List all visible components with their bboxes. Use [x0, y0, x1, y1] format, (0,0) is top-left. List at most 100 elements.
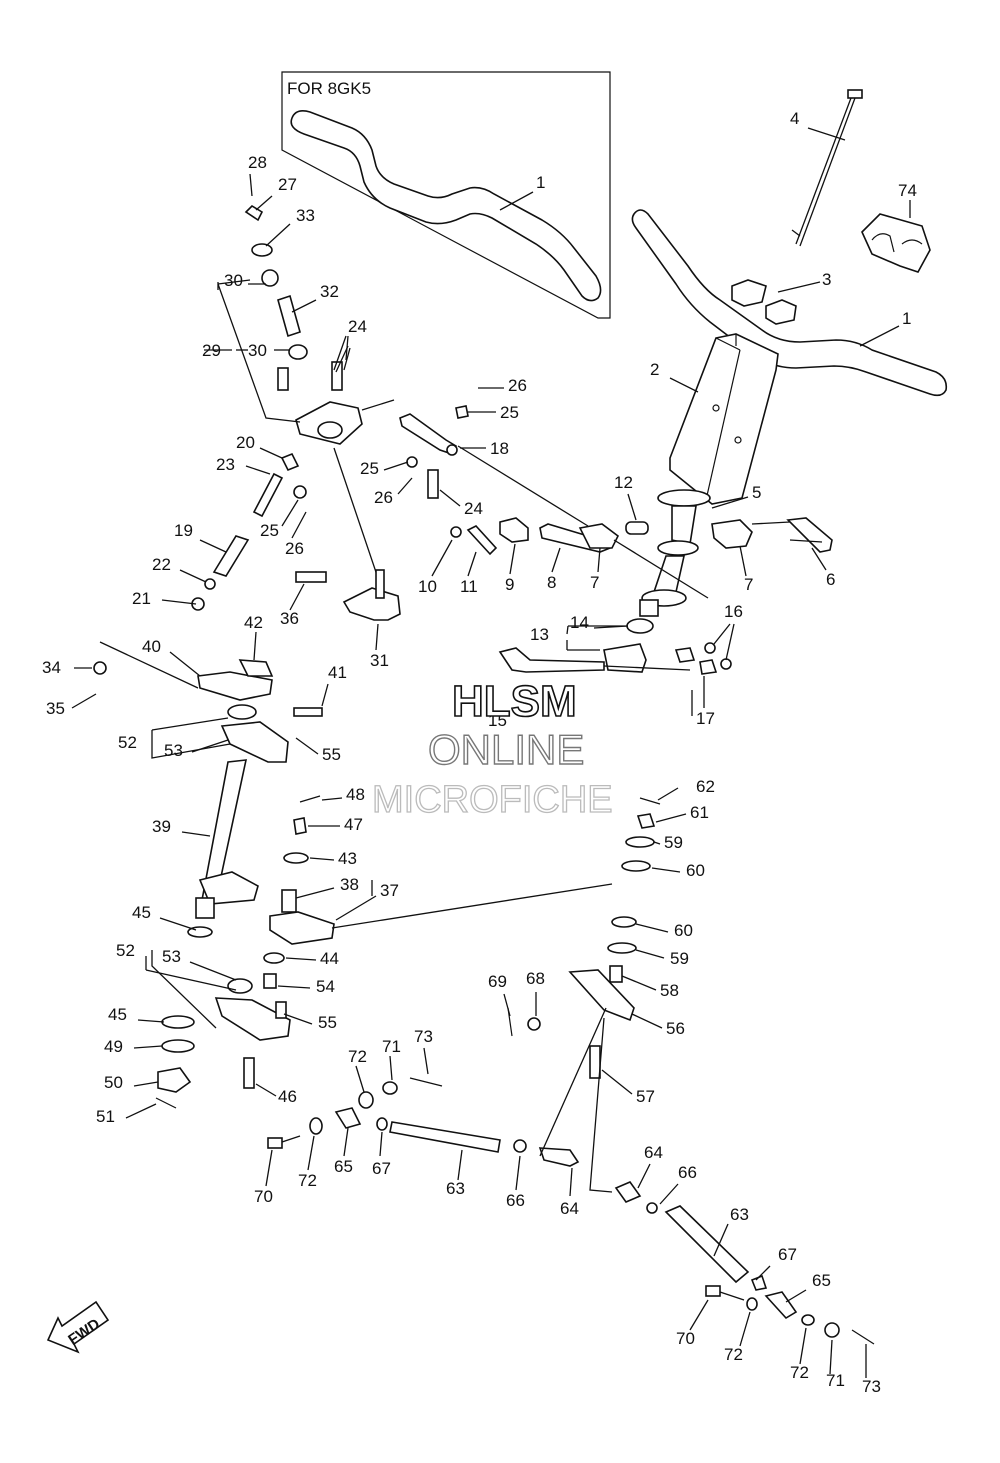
callout-leader-55	[295, 737, 319, 755]
handlebar-holders	[731, 279, 797, 325]
leader-line	[335, 345, 349, 373]
callout-leader-6	[811, 547, 827, 571]
inset-box: FOR 8GK5	[281, 71, 611, 319]
callout-leader-60	[651, 867, 681, 873]
callout-36: 36	[280, 609, 299, 628]
upper-pitman-assembly	[217, 204, 395, 445]
callout-63: 63	[446, 1179, 465, 1198]
inset-title: FOR 8GK5	[287, 79, 371, 98]
callout-35: 35	[46, 699, 65, 718]
callout-leader-65	[343, 1127, 349, 1157]
callout-leader-59	[653, 841, 661, 845]
leader-line	[343, 347, 351, 371]
callout-leader-54	[277, 985, 311, 989]
callout-3: 3	[822, 270, 831, 289]
callout-16: 16	[724, 602, 743, 621]
callout-21: 21	[132, 589, 151, 608]
callout-18: 18	[490, 439, 509, 458]
callout-55: 55	[318, 1013, 337, 1032]
callout-leader-36	[289, 583, 305, 611]
callout-leader-39	[181, 831, 211, 837]
callout-leader-33	[265, 223, 291, 247]
callout-leader-72	[739, 1311, 751, 1347]
callout-7: 7	[744, 575, 753, 594]
callout-12: 12	[614, 473, 633, 492]
callout-leader-53	[189, 961, 237, 981]
callout-43: 43	[338, 849, 357, 868]
callout-leader-28	[249, 173, 253, 197]
callout-44: 44	[320, 949, 339, 968]
leader-line	[725, 623, 735, 661]
leader-line	[713, 623, 731, 645]
nuts-16-17	[674, 642, 732, 675]
callout-leader-25	[281, 499, 299, 527]
callout-9: 9	[505, 575, 514, 594]
watermark-line3: MICROFICHE	[372, 779, 613, 821]
callout-62: 62	[696, 777, 715, 796]
linkage-rods	[450, 517, 620, 556]
callout-leader-66	[515, 1155, 521, 1191]
arm-31	[295, 447, 401, 621]
callout-leader-66	[659, 1183, 679, 1205]
callout-leader-4	[807, 127, 846, 141]
callout-30: 30	[224, 271, 243, 290]
callout-22: 22	[152, 555, 171, 574]
leader-line	[657, 787, 679, 801]
callout-61: 61	[690, 803, 709, 822]
callout-leader-59	[635, 949, 665, 959]
callout-leader-72	[355, 1065, 365, 1093]
callout-leader-57	[601, 1069, 633, 1095]
callout-14: 14	[570, 613, 589, 632]
callout-2: 2	[650, 360, 659, 379]
callout-leader-19	[199, 539, 227, 553]
callout-73: 73	[862, 1377, 881, 1396]
callout-leader-64	[569, 1167, 573, 1197]
callout-leader-63	[713, 1223, 729, 1257]
callout-leader-64	[637, 1163, 651, 1189]
callout-64: 64	[560, 1199, 579, 1218]
callout-leader-8	[551, 547, 561, 573]
callout-leader-73	[423, 1047, 429, 1075]
callout-leader-12	[627, 493, 637, 521]
callout-26: 26	[285, 539, 304, 558]
callout-46: 46	[278, 1087, 297, 1106]
callout-50: 50	[104, 1073, 123, 1092]
fwd-arrow: FWD	[46, 1300, 110, 1354]
callout-leader-45	[137, 1019, 165, 1023]
callout-71: 71	[826, 1371, 845, 1390]
callout-10: 10	[418, 577, 437, 596]
handlebar	[631, 209, 948, 397]
callout-29: 29	[202, 341, 221, 360]
leader-line	[151, 717, 229, 731]
callout-leader-5	[711, 496, 749, 509]
callout-leader-71	[829, 1339, 833, 1375]
callout-leader-55	[283, 1013, 313, 1025]
callout-25: 25	[260, 521, 279, 540]
callout-34: 34	[42, 658, 61, 677]
callout-38: 38	[340, 875, 359, 894]
callout-leader-41	[321, 683, 329, 707]
callout-15: 15	[488, 711, 507, 730]
callout-leader-35	[71, 693, 97, 709]
callout-19: 19	[174, 521, 193, 540]
callout-leader-58	[621, 975, 657, 991]
callout-leader-7	[739, 545, 747, 577]
callout-28: 28	[248, 153, 267, 172]
callout-leader-24	[439, 489, 461, 507]
callout-24: 24	[348, 317, 367, 336]
callout-30: 30	[248, 341, 267, 360]
callout-leader-23	[245, 465, 271, 475]
callout-leader-2	[669, 377, 699, 393]
lower-tie-rod-left	[267, 1077, 580, 1167]
callout-leader-51	[125, 1103, 157, 1119]
callout-leader-53	[191, 739, 229, 753]
inset-border	[281, 71, 611, 319]
watermark: HLSM ONLINE MICROFICHE	[371, 676, 613, 821]
callout-57: 57	[636, 1087, 655, 1106]
column-cover	[669, 333, 779, 505]
callout-leader-25	[383, 461, 409, 471]
callout-45: 45	[132, 903, 151, 922]
callout-33: 33	[296, 206, 315, 225]
callout-25: 25	[500, 403, 519, 422]
